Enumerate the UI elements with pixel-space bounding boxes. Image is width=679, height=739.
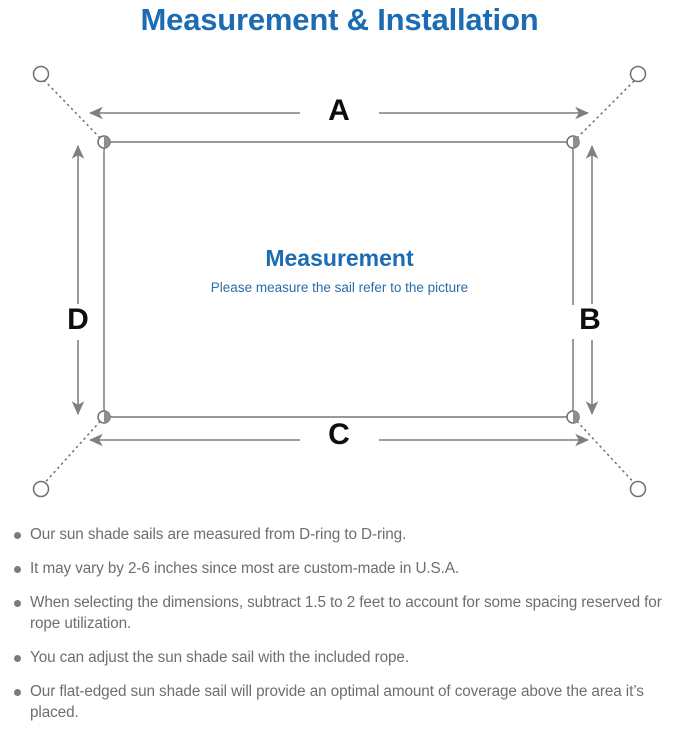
bullet-dot-icon — [14, 600, 21, 607]
list-item-text: Our sun shade sails are measured from D-… — [30, 526, 407, 543]
dimension-label-c: C — [307, 420, 371, 454]
anchor-point-top-left — [32, 65, 50, 83]
page-title: Measurement & Installation — [140, 2, 539, 37]
sail-body — [103, 141, 574, 418]
dimension-label-d: D — [58, 305, 98, 339]
diagram-svg — [32, 65, 647, 498]
list-item: Our flat-edged sun shade sail will provi… — [0, 681, 679, 723]
bullet-dot-icon — [14, 566, 21, 573]
bullet-dot-icon — [14, 689, 21, 696]
d-ring-bottom-left — [97, 410, 111, 424]
list-item-text: When selecting the dimensions, subtract … — [30, 594, 662, 632]
d-ring-top-right — [566, 135, 580, 149]
anchor-point-bottom-right — [629, 480, 647, 498]
list-item-text: You can adjust the sun shade sail with t… — [30, 649, 409, 666]
notes-list: Our sun shade sails are measured from D-… — [0, 524, 679, 736]
list-item-text: Our flat-edged sun shade sail will provi… — [30, 683, 644, 721]
rope-line-top-right — [572, 76, 639, 143]
sail-center-subtitle: Please measure the sail refer to the pic… — [210, 280, 469, 295]
dimension-label-b: B — [570, 305, 610, 339]
anchor-point-bottom-left — [32, 480, 50, 498]
measurement-diagram: A B C D Measurement Please measure the s… — [0, 52, 679, 512]
list-item: When selecting the dimensions, subtract … — [0, 592, 679, 634]
rope-line-bottom-left — [40, 416, 105, 488]
dimension-label-a: A — [307, 96, 371, 130]
anchor-point-top-right — [629, 65, 647, 83]
sail-center-title: Measurement — [265, 245, 414, 271]
list-item: You can adjust the sun shade sail with t… — [0, 647, 679, 668]
d-ring-top-left — [97, 135, 111, 149]
rope-line-top-left — [40, 76, 105, 143]
list-item-text: It may vary by 2-6 inches since most are… — [30, 560, 460, 577]
rope-line-bottom-right — [572, 416, 639, 488]
d-ring-bottom-right — [566, 410, 580, 424]
bullet-dot-icon — [14, 655, 21, 662]
list-item: It may vary by 2-6 inches since most are… — [0, 558, 679, 579]
bullet-dot-icon — [14, 532, 21, 539]
list-item: Our sun shade sails are measured from D-… — [0, 524, 679, 545]
